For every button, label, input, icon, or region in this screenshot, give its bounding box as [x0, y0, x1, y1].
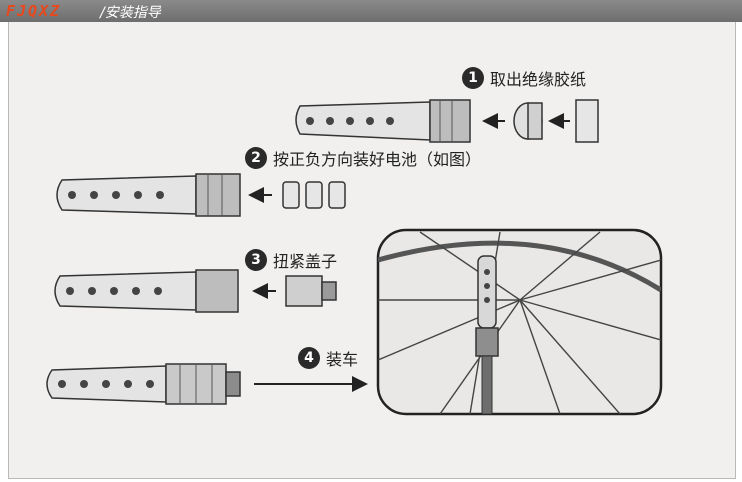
- step-1-text: 取出绝缘胶纸: [490, 70, 587, 89]
- step-2-number: 2: [245, 147, 267, 169]
- step-4-label: 4 装车: [298, 346, 358, 370]
- step-3-number: 3: [245, 249, 267, 271]
- step-2-light-body: [56, 173, 241, 217]
- screw-cap: [285, 275, 337, 307]
- step-3-text: 扭紧盖子: [273, 252, 338, 271]
- header-bar: FJQXZ /安装指导: [0, 0, 742, 22]
- step-3-label: 3 扭紧盖子: [245, 248, 337, 272]
- insulating-cap: [513, 102, 543, 140]
- insulating-paper: [575, 99, 599, 143]
- step-2-label: 2 按正负方向装好电池（如图）: [245, 146, 481, 170]
- step-1-number: 1: [462, 67, 484, 89]
- battery-3: [328, 181, 346, 209]
- step-2-text: 按正负方向装好电池（如图）: [273, 150, 482, 169]
- step-4-assembled-light: [46, 363, 241, 405]
- step-1-label: 1 取出绝缘胶纸: [462, 66, 586, 90]
- battery-2: [305, 181, 323, 209]
- mounted-light: [475, 255, 499, 415]
- battery-1: [282, 181, 300, 209]
- step-4-text: 装车: [326, 350, 359, 369]
- wheel-illustration: [376, 228, 663, 416]
- page-title: /安装指导: [100, 2, 161, 22]
- title-separator: /: [100, 5, 105, 21]
- step-1-light-body: [295, 99, 471, 143]
- brand-logo: FJQXZ: [6, 2, 62, 20]
- title-text: 安装指导: [104, 5, 161, 21]
- step-4-number: 4: [298, 347, 320, 369]
- step-3-light-body: [54, 269, 239, 313]
